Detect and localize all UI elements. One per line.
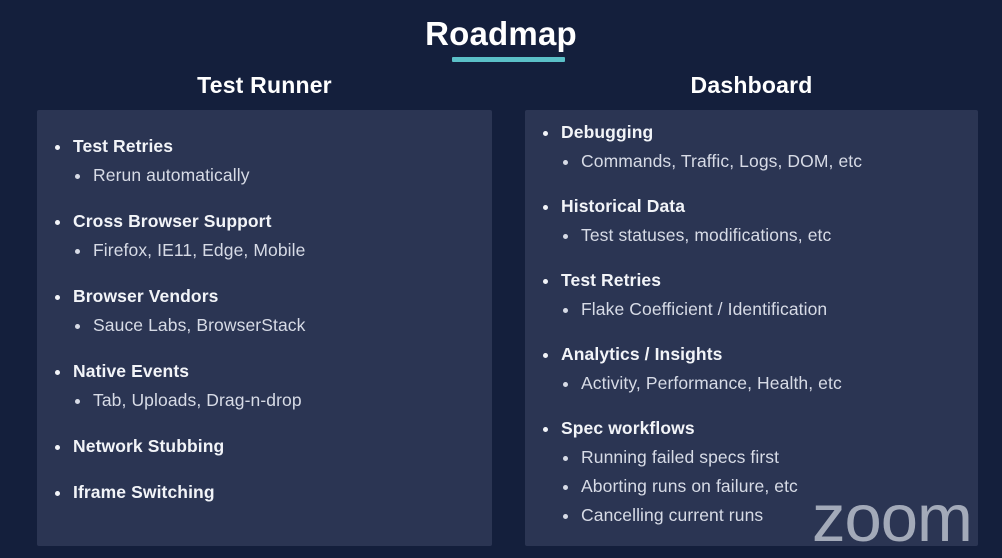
bullet-sublist: Rerun automatically <box>54 161 492 190</box>
bullet-main-test-runner: Iframe Switching <box>54 478 492 507</box>
bullet-sub-dashboard: Aborting runs on failure, etc <box>542 472 978 501</box>
bullet-sublist: Flake Coefficient / Identification <box>542 295 978 324</box>
column-header-dashboard: Dashboard <box>690 72 813 98</box>
bullet-sublist: Firefox, IE11, Edge, Mobile <box>54 236 492 265</box>
bullet-main-dashboard: Test Retries <box>542 266 978 295</box>
bullet-sub-dashboard: Flake Coefficient / Identification <box>542 295 978 324</box>
bullet-main-test-runner: Network Stubbing <box>54 432 492 461</box>
bullet-main-test-runner: Cross Browser Support <box>54 207 492 236</box>
bullet-sub-dashboard: Running failed specs first <box>542 443 978 472</box>
bullet-sublist: Test statuses, modifications, etc <box>542 221 978 250</box>
bullet-sublist: Commands, Traffic, Logs, DOM, etc <box>542 147 978 176</box>
title-underline-accent <box>452 57 565 62</box>
bullet-sub-test-runner: Rerun automatically <box>54 161 492 190</box>
bullet-main-test-runner: Native Events <box>54 357 492 386</box>
bullet-main-dashboard: Debugging <box>542 118 978 147</box>
bullet-sub-dashboard: Test statuses, modifications, etc <box>542 221 978 250</box>
bullet-sub-dashboard: Activity, Performance, Health, etc <box>542 369 978 398</box>
bullet-main-dashboard: Spec workflows <box>542 414 978 443</box>
bullet-sublist: Activity, Performance, Health, etc <box>542 369 978 398</box>
bullet-sublist: Sauce Labs, BrowserStack <box>54 311 492 340</box>
bullet-sub-test-runner: Tab, Uploads, Drag-n-drop <box>54 386 492 415</box>
bullet-main-dashboard: Historical Data <box>542 192 978 221</box>
bullet-group: Network Stubbing <box>54 432 492 461</box>
bullet-group: Iframe Switching <box>54 478 492 507</box>
bullet-main-dashboard: Analytics / Insights <box>542 340 978 369</box>
bullet-sub-test-runner: Firefox, IE11, Edge, Mobile <box>54 236 492 265</box>
bullet-sublist: Tab, Uploads, Drag-n-drop <box>54 386 492 415</box>
column-header-test-runner: Test Runner <box>197 72 332 98</box>
page-title: Roadmap <box>425 15 577 52</box>
bullet-sub-test-runner: Sauce Labs, BrowserStack <box>54 311 492 340</box>
bullet-main-test-runner: Browser Vendors <box>54 282 492 311</box>
bullet-main-test-runner: Test Retries <box>54 132 492 161</box>
bullet-sub-dashboard: Commands, Traffic, Logs, DOM, etc <box>542 147 978 176</box>
bullet-sub-dashboard: Cancelling current runs <box>542 501 978 530</box>
